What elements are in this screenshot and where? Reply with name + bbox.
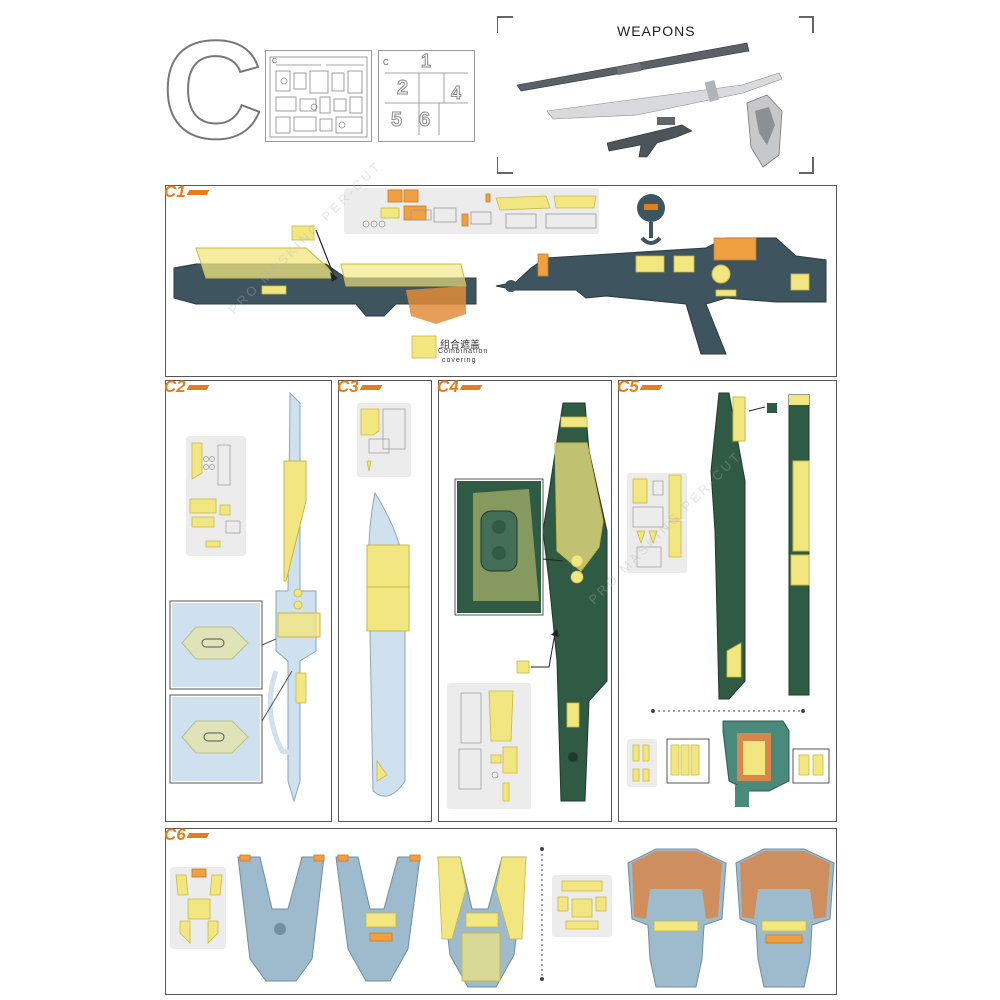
sheet-number-2: 2 [396,77,409,100]
combo-label-en-1: Combination [438,348,489,355]
weapons-preview: WEAPONS [497,15,815,175]
section-c3: C3 [337,377,432,822]
sheet-number-1: 1 [420,51,432,72]
sheet-number-6: 6 [418,109,431,132]
section-letter: C C [160,10,264,169]
combo-label-cn: 组合遮盖 [440,340,480,351]
section-c1: C1 组合遮 [164,182,837,377]
runner-thumbnail: C [265,50,372,142]
sheet-letter: C [383,58,389,67]
weapons-title: WEAPONS [617,23,696,39]
sheet-layout: C 1 2 4 5 6 [378,50,475,142]
section-c5: C5 [617,377,837,822]
section-c3-label: C3 [337,377,383,396]
section-c2: C2 [164,377,332,822]
section-c6: C6 [164,825,837,995]
runner-letter: C [272,58,277,65]
section-c2-label: C2 [164,377,210,396]
svg-text:C: C [162,20,260,150]
combo-label-en-2: covering [442,357,477,364]
section-c5-label: C5 [617,377,663,396]
section-c4-label: C4 [437,377,483,396]
section-c6-label: C6 [164,825,210,844]
section-c1-label: C1 [164,182,210,201]
section-c4: C4 [437,377,612,822]
sheet-number-4: 4 [450,83,462,104]
sheet-number-5: 5 [390,109,403,132]
